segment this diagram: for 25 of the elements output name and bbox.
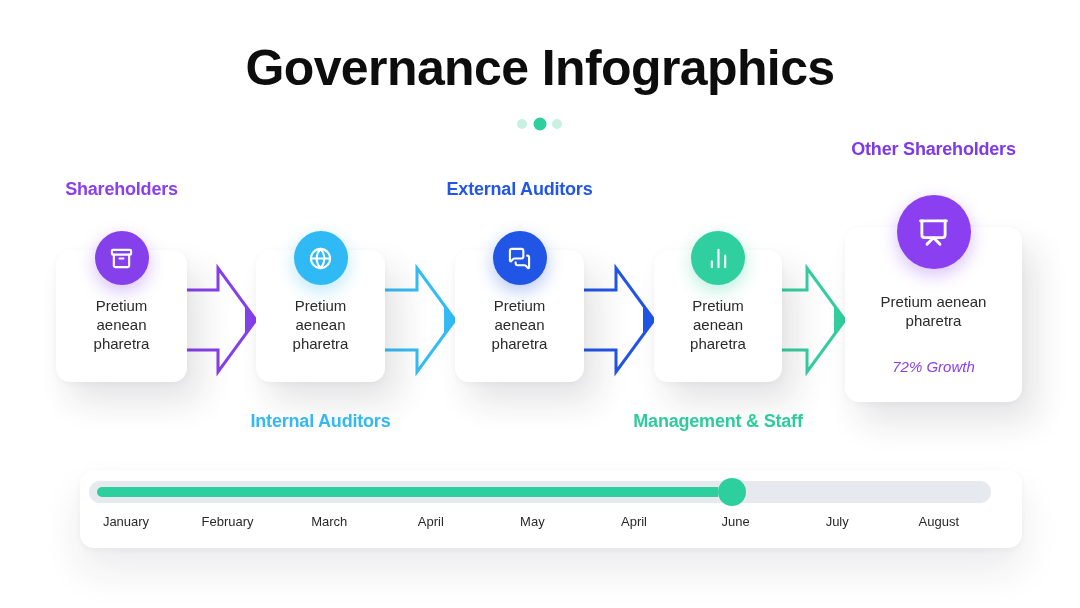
block-arrow (185, 263, 258, 377)
step-title: Other Shareholders (851, 138, 1016, 160)
step-description: Pretium aenean pharetra (879, 292, 988, 330)
month-label: April (621, 514, 647, 530)
title: Governance Infographics (245, 39, 835, 98)
block-arrow (780, 263, 847, 377)
month-label: April (417, 514, 444, 530)
month-label: May (520, 514, 545, 530)
month-label: February (201, 514, 254, 530)
step-title: Management & Staff (633, 410, 803, 432)
step-description: Pretium aenean pharetra (490, 296, 549, 353)
block-arrow (383, 263, 457, 377)
step-description: Pretium aenean pharetra (689, 296, 747, 353)
month-label: June (721, 514, 750, 530)
step-description: Pretium aenean pharetra (291, 296, 350, 353)
month-label: August (918, 514, 960, 530)
month-label: July (825, 514, 849, 530)
step-title: Shareholders (65, 178, 178, 200)
step-description: Pretium aenean pharetra (92, 296, 151, 353)
step-title: Internal Auditors (250, 410, 391, 432)
month-label: January (102, 514, 150, 530)
step-title: External Auditors (446, 178, 593, 200)
block-arrow (582, 263, 656, 377)
stat-note: 72% Growth (892, 357, 975, 376)
month-label: March (311, 514, 348, 530)
